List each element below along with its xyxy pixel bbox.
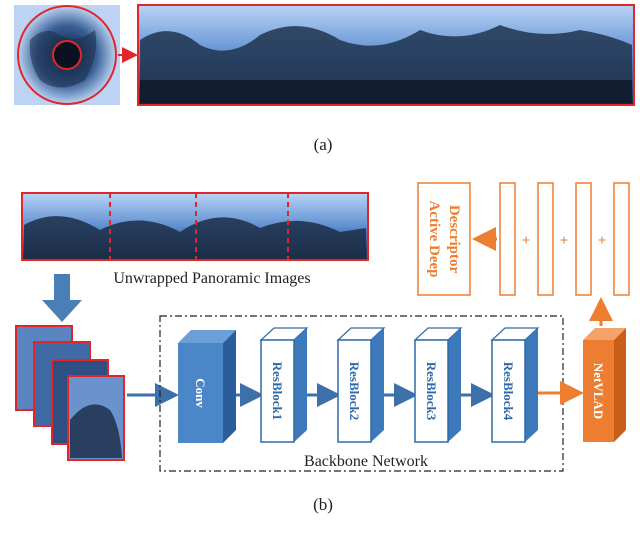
resblock4 [490, 327, 540, 443]
backbone-label: Backbone Network [304, 453, 428, 470]
descriptor-label-line2: Descriptor [446, 205, 462, 274]
resblock3 [413, 327, 463, 443]
netvlad-label: NetVLAD [591, 363, 606, 419]
plus-1: + [522, 233, 531, 249]
resblock1-label: ResBlock1 [270, 362, 285, 421]
resblock3-label: ResBlock3 [424, 362, 439, 421]
caption-a: (a) [314, 135, 333, 154]
resblock4-label: ResBlock4 [501, 362, 516, 421]
descriptor-vectors [499, 182, 630, 296]
resblock2-label: ResBlock2 [347, 362, 362, 421]
conv-block [178, 330, 236, 443]
descriptor-box [417, 182, 471, 296]
vector-2 [537, 182, 554, 296]
unwrapped-label: Unwrapped Panoramic Images [113, 270, 310, 287]
panorama-image [137, 4, 635, 106]
plus-2: + [560, 233, 569, 249]
plus-3: + [598, 233, 607, 249]
caption-b: (b) [313, 495, 333, 514]
vector-3 [575, 182, 592, 296]
down-arrow [42, 274, 82, 322]
unwrapped-strip [21, 192, 369, 261]
netvlad-block [583, 328, 626, 442]
vector-4 [613, 182, 630, 296]
fisheye-image [14, 5, 120, 105]
vector-1 [499, 182, 516, 296]
descriptor-label-line1: Active Deep [426, 200, 442, 277]
resblock2 [336, 327, 386, 443]
resblock1 [259, 327, 309, 443]
conv-label: Conv [193, 378, 208, 408]
image-stack [15, 325, 125, 461]
